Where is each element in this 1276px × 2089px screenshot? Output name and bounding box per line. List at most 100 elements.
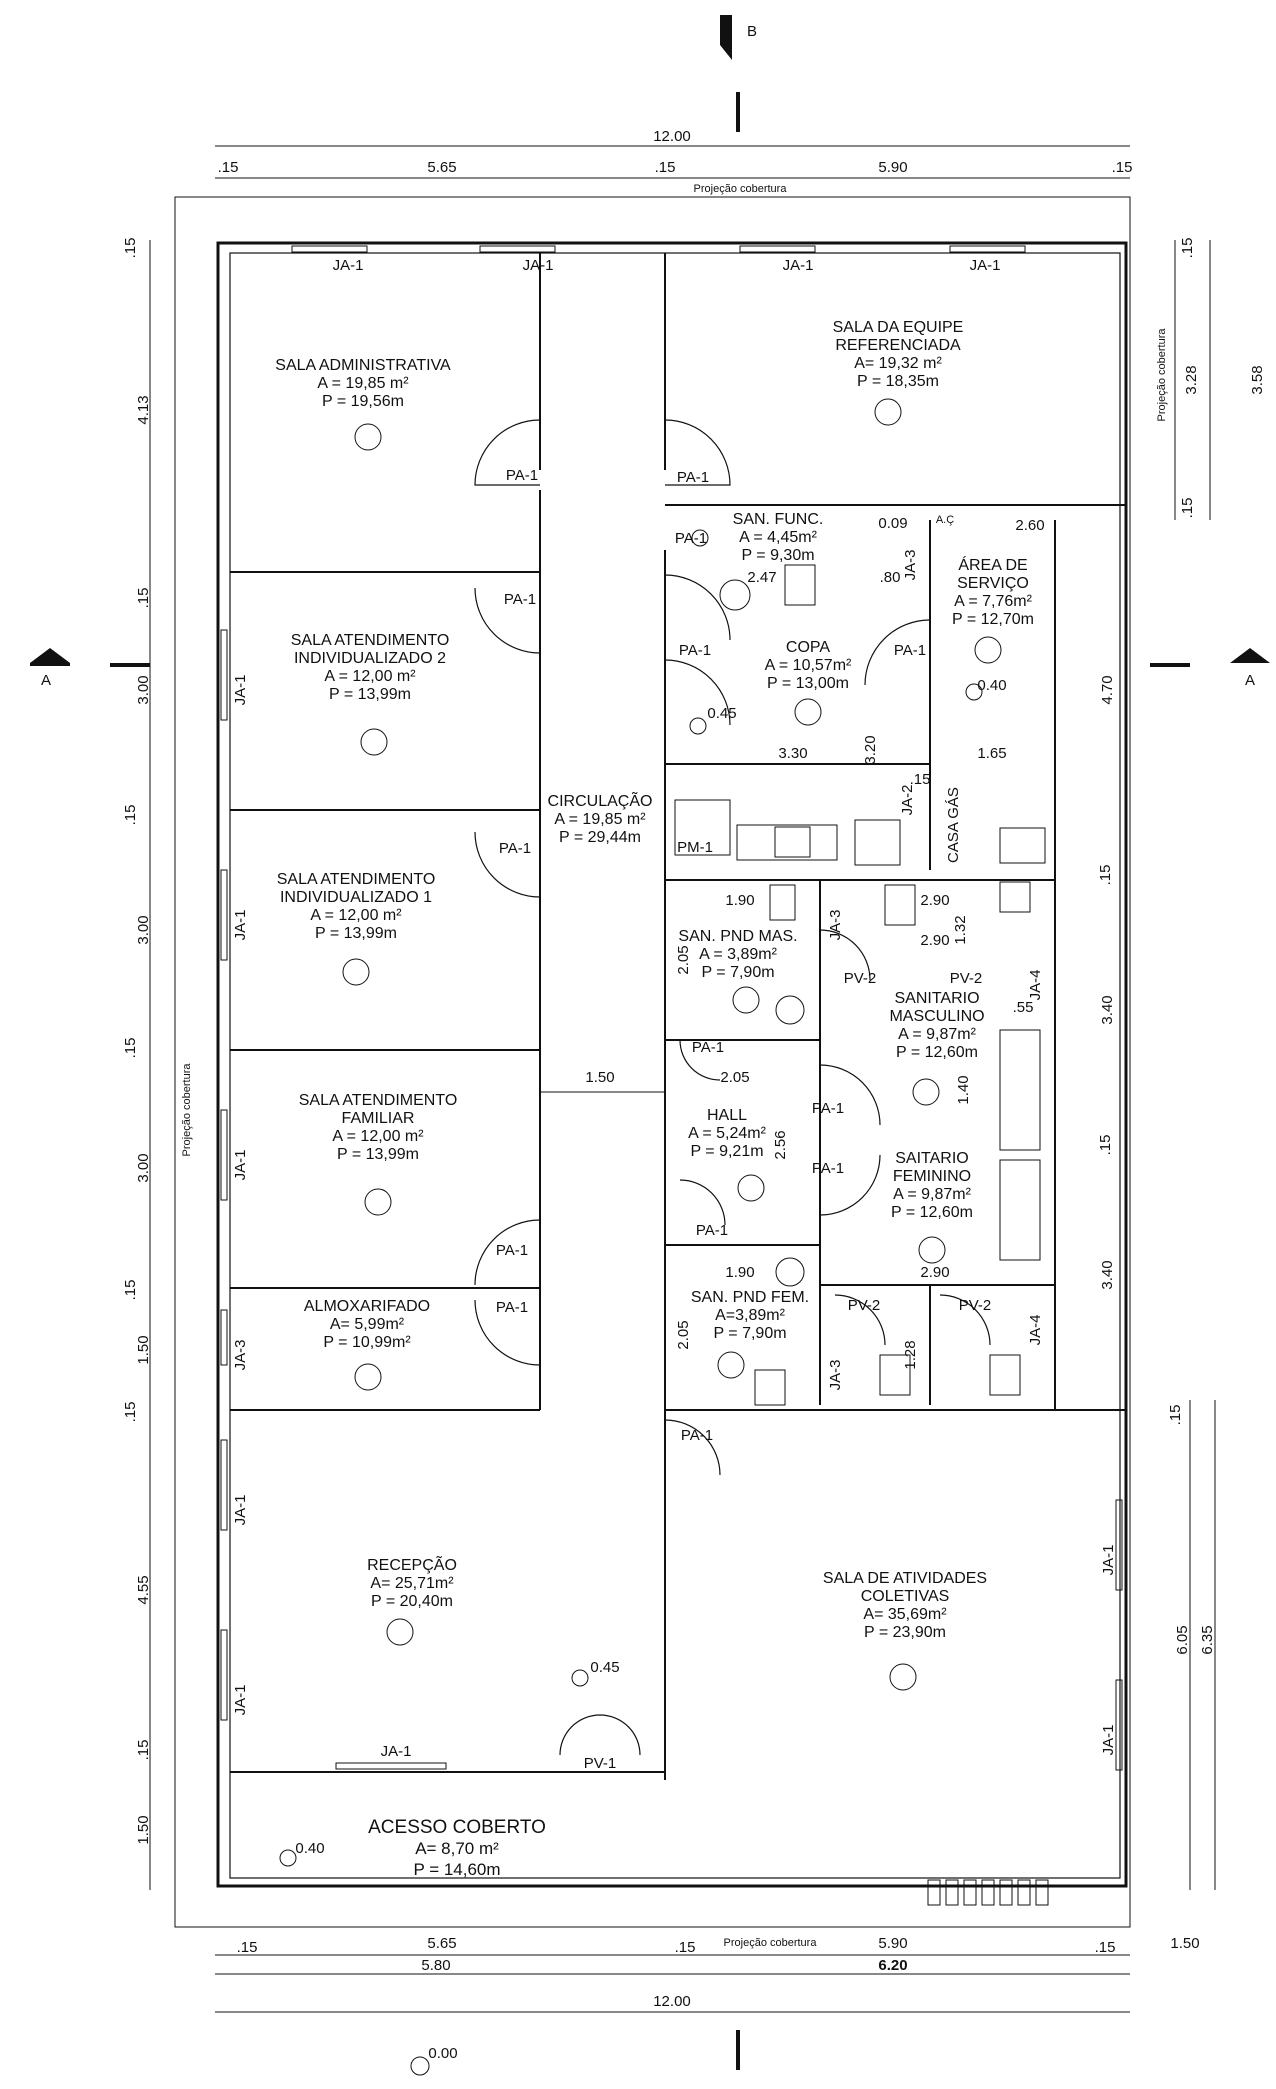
room-acesso-name: ACESSO COBERTO	[368, 1817, 546, 1838]
toilet-sanfem-icon	[754, 1369, 786, 1406]
dim-205-hall: 2.05	[720, 1069, 749, 1086]
door-pv2-masc-tag: PV-2	[844, 970, 877, 987]
section-b-label: B	[747, 23, 757, 40]
dim-right-470: 4.70	[1099, 675, 1116, 704]
pm1-cabinet	[674, 799, 731, 856]
dim-total-top: 12.00	[653, 128, 691, 145]
laundry-tank-icon	[999, 827, 1046, 864]
door-pa1-masc-tag: PA-1	[812, 1100, 844, 1117]
window-ja1-8-tag: JA-1	[232, 1495, 249, 1526]
toilet-fem1-icon	[879, 1354, 911, 1396]
outer-wall	[216, 241, 1128, 1888]
door-pa1-ind2	[474, 587, 541, 654]
room-masc-name2: MASCULINO	[889, 1008, 984, 1025]
room-ind1-perim: P = 13,99m	[315, 925, 397, 942]
dim-015-e: .15	[675, 1939, 696, 1956]
door-pv1-tag: PV-1	[584, 1755, 617, 1772]
room-masc-symbol	[912, 1078, 940, 1106]
dim-total-bottom: 12.00	[653, 1993, 691, 2010]
room-sanmas-symbol	[732, 986, 760, 1014]
window-ja1-3	[739, 245, 816, 253]
step-4	[981, 1879, 995, 1906]
door-pa1-sanfunc	[664, 574, 731, 641]
step-5	[999, 1879, 1013, 1906]
level-marker-servico	[965, 683, 983, 701]
room-recep-area: A= 25,71m²	[370, 1575, 454, 1592]
room-fem-name2: FEMININO	[893, 1168, 971, 1185]
dim-right-358: 3.58	[1249, 365, 1266, 394]
room-ind2-area: A = 12,00 m²	[324, 668, 416, 685]
room-almoxarifado: ALMOXARIFADO A= 5,99m² P = 10,99m²	[304, 1298, 430, 1391]
room-fem-symbol	[918, 1236, 946, 1264]
dimensions-left: .15 4.13 .15 3.00 .15 3.00 .15 3.00 .15 …	[122, 238, 193, 1890]
dim-right-328: 3.28	[1183, 365, 1200, 394]
room-ind1-name2: INDIVIDUALIZADO 1	[280, 889, 432, 906]
stair-steps	[927, 1879, 1049, 1906]
toilet-sanfunc-icon	[784, 564, 816, 606]
window-ja1-8	[220, 1439, 228, 1531]
door-pv1	[559, 1714, 641, 1756]
dim-256: 2.56	[772, 1130, 789, 1159]
dim-left-150-1: 1.50	[135, 1335, 152, 1364]
room-equipe-perim: P = 18,35m	[857, 373, 939, 390]
sink-sanmas-icon	[775, 995, 805, 1025]
urinal-masc-icon	[999, 881, 1031, 913]
room-almox-perim: P = 10,99m²	[323, 1334, 411, 1351]
room-equipe-name2: REFERENCIADA	[835, 337, 961, 354]
room-sanfem-symbol	[717, 1351, 745, 1379]
dimensions-right: .15 3.28 3.58 .15 Projeção cobertura 4.7…	[1097, 238, 1266, 1890]
sink-counter-masc	[999, 1029, 1041, 1151]
dim-015-f: .15	[1095, 1939, 1116, 1956]
door-pa1-almox	[474, 1299, 541, 1366]
door-pa1-ind1	[474, 831, 541, 898]
kitchen-sink-icon	[774, 826, 811, 858]
dim-left-015-3: .15	[122, 805, 139, 826]
ac-tag: A.Ç	[936, 514, 954, 526]
dim-132: 1.32	[952, 915, 969, 944]
room-masc-perim: P = 12,60m	[896, 1044, 978, 1061]
level-marker-copa	[689, 717, 707, 735]
room-recep-symbol	[386, 1618, 414, 1646]
room-familiar: SALA ATENDIMENTO FAMILIAR A = 12,00 m² P…	[299, 1092, 457, 1216]
room-equipe-name1: SALA DA EQUIPE	[833, 319, 964, 336]
dim-140: 1.40	[955, 1075, 972, 1104]
dim-290-c: 2.90	[920, 1264, 949, 1281]
window-ja1-6	[220, 869, 228, 961]
fixtures: PM-1 CASA GÁS	[674, 564, 1049, 1906]
room-ind1-area: A = 12,00 m²	[310, 907, 402, 924]
window-ja2-tag: JA-2	[899, 785, 916, 816]
room-sanmas-name: SAN. PND MAS.	[678, 928, 797, 945]
dim-330: 3.30	[778, 745, 807, 762]
room-sanfem: SAN. PND FEM. A=3,89m² P = 7,90m	[691, 1289, 809, 1379]
level-000: 0.00	[428, 2045, 457, 2062]
room-ind1: SALA ATENDIMENTO INDIVIDUALIZADO 1 A = 1…	[277, 871, 435, 986]
level-marker-sanfunc	[691, 529, 709, 547]
room-acesso-coberto: ACESSO COBERTO A= 8,70 m² P = 14,60m	[368, 1817, 546, 1879]
dim-150-bottom: 1.50	[1170, 1935, 1199, 1952]
level-marker-acesso	[279, 1849, 297, 1867]
room-servico-name2: SERVIÇO	[957, 575, 1029, 592]
step-1	[927, 1879, 941, 1906]
room-labels: SALA ADMINISTRATIVA A = 19,85 m² P = 19,…	[275, 319, 1034, 1879]
dim-247: 2.47	[747, 569, 776, 586]
room-masc-name1: SANITARIO	[894, 990, 979, 1007]
sink-sanfem-icon	[775, 1257, 805, 1287]
room-servico: ÁREA DE SERVIÇO A = 7,76m² P = 12,70m	[952, 555, 1034, 664]
dim-009: 0.09	[878, 515, 907, 532]
room-hall-area: A = 5,24m²	[688, 1125, 766, 1142]
section-a-left-bar	[30, 663, 70, 666]
dim-right-015-2: .15	[1179, 498, 1196, 519]
dim-165: 1.65	[977, 745, 1006, 762]
dim-left-300-2: 3.00	[135, 915, 152, 944]
dim-590-bottom: 5.90	[878, 1935, 907, 1952]
step-6	[1017, 1879, 1031, 1906]
room-coletivas-perim: P = 23,90m	[864, 1624, 946, 1641]
room-sanmas: SAN. PND MAS. A = 3,89m² P = 7,90m	[678, 928, 798, 1014]
stove-icon	[854, 819, 901, 866]
door-pa1-fem	[819, 1154, 881, 1216]
room-coletivas-symbol	[889, 1663, 917, 1691]
dim-080: .80	[880, 569, 901, 586]
room-sanitario-masculino: SANITARIO MASCULINO A = 9,87m² P = 12,60…	[889, 990, 985, 1106]
room-recepcao: RECEPÇÃO A= 25,71m² P = 20,40m	[367, 1554, 457, 1646]
dim-205-mas: 2.05	[675, 945, 692, 974]
